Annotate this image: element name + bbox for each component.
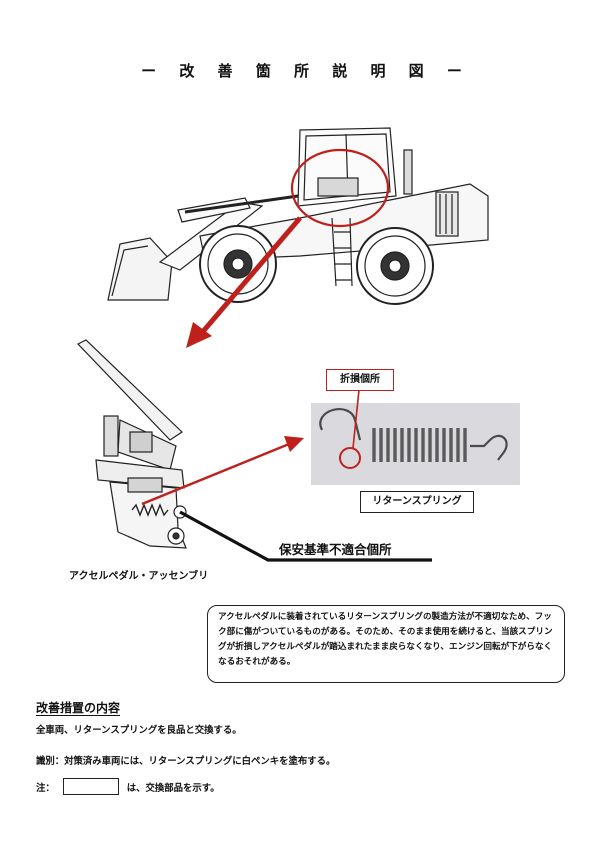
note-suffix: は、交換部品を示す。 xyxy=(126,782,220,794)
defect-description: アクセルペダルに装着されているリターンスプリングの製造方法が不適切なため、フック… xyxy=(207,605,565,683)
return-spring-label: リターンスプリング xyxy=(360,491,474,513)
accelerator-pedal-illustration xyxy=(77,339,187,549)
replacement-part-legend-box xyxy=(62,778,119,795)
legend-note: 注： は、交換部品を示す。 xyxy=(36,778,220,795)
cab-highlight-circle xyxy=(290,148,390,228)
wheel-loader-illustration xyxy=(107,127,489,305)
arrow-head-icon xyxy=(284,436,304,452)
measures-line-1: 全車両、リターンスプリングを良品と交換する。 xyxy=(36,725,242,736)
break-point-circle xyxy=(339,447,361,469)
pedal-assembly-label: アクセルペダル・アッセンブリ xyxy=(69,571,209,582)
measures-line-2: 識別：対策済み車両には、リターンスプリングに白ペンキを塗布する。 xyxy=(36,756,336,767)
spring-photo xyxy=(319,408,508,462)
break-point-label: 折損個所 xyxy=(326,369,394,391)
nonconformity-label: 保安基準不適合個所 xyxy=(279,542,392,557)
page-title: ー 改 善 箇 所 説 明 図 ー xyxy=(141,62,471,80)
note-prefix: 注： xyxy=(36,782,55,794)
arrow-head-icon xyxy=(186,322,212,348)
measures-heading: 改善措置の内容 xyxy=(36,701,121,715)
